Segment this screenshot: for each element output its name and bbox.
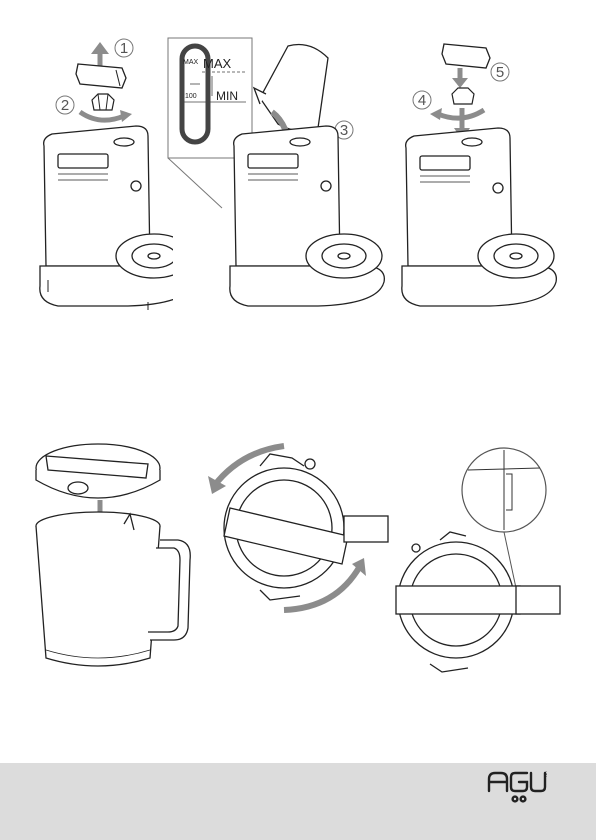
illustration-step-replace-cap: 5 4 — [386, 30, 561, 320]
illustration-rotate-lock — [200, 440, 400, 660]
glass-jug — [36, 512, 190, 666]
baby-food-processor — [402, 128, 557, 306]
baby-food-processor — [40, 126, 173, 310]
step-number-5: 5 — [496, 64, 504, 81]
jug-top-view — [396, 532, 560, 672]
scale-max-large: MAX — [203, 56, 232, 71]
steam-knob — [92, 94, 114, 110]
jug-top-view — [224, 454, 388, 600]
arrow-down-icon — [452, 68, 468, 88]
baby-food-processor — [230, 126, 385, 306]
step-number-3: 3 — [340, 122, 348, 139]
illustration-locked-position — [388, 440, 568, 690]
measuring-cap — [76, 64, 126, 88]
illustration-jug-lid — [28, 440, 208, 680]
step-number-2: 2 — [61, 97, 69, 114]
measuring-cap — [442, 44, 490, 68]
registered-mark: ® — [543, 771, 547, 779]
step-number-1: 1 — [120, 40, 128, 57]
step-number-4: 4 — [418, 92, 426, 109]
scale-max-small: MAX — [183, 59, 199, 66]
scale-min-value: 100 — [185, 93, 197, 100]
illustration-step-fill-water: MAX MAX 100 MIN 3 — [160, 28, 390, 320]
scale-min-label: MIN — [216, 89, 238, 103]
jug-lid — [36, 444, 160, 498]
rotate-arrow-icon — [80, 110, 132, 122]
water-jug — [254, 45, 328, 132]
brand-logo: ® — [487, 769, 547, 807]
illustration-step-remove-cap: 1 2 — [28, 30, 173, 320]
steam-knob — [452, 88, 474, 104]
